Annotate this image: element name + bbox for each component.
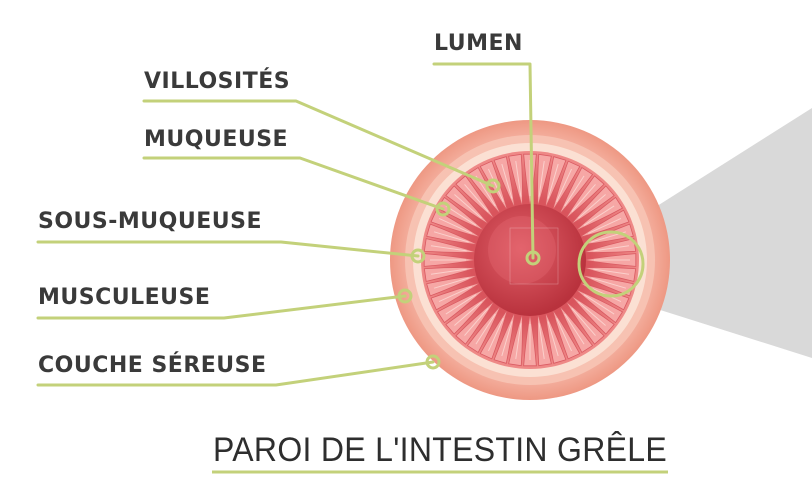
villus-vein bbox=[430, 268, 467, 275]
label-villosites: VILLOSITÉS bbox=[144, 69, 291, 94]
villus-vein bbox=[438, 286, 472, 302]
label-sereuse: COUCHE SÉREUSE bbox=[38, 353, 267, 378]
villus-vein bbox=[556, 318, 572, 352]
villus-vein bbox=[454, 301, 482, 326]
label-sous-muqueuse: SOUS-MUQUEUSE bbox=[38, 209, 262, 234]
lumen-core bbox=[474, 204, 586, 316]
leader-lines bbox=[36, 62, 535, 387]
villus-vein bbox=[564, 175, 585, 207]
villus-vein bbox=[438, 218, 472, 234]
leader-sous-muqueuse bbox=[36, 240, 420, 258]
villus-vein bbox=[578, 301, 606, 326]
anchor-sous-muqueuse bbox=[410, 248, 426, 264]
villus-vein bbox=[538, 160, 545, 197]
villus-vein bbox=[556, 168, 572, 202]
anchor-lumen bbox=[525, 250, 541, 266]
magnifier-circle bbox=[577, 230, 645, 298]
leader-lumen bbox=[432, 62, 535, 260]
villus-vein bbox=[591, 277, 627, 289]
label-muqueuse: MUQUEUSE bbox=[144, 127, 289, 152]
villus-vein bbox=[445, 205, 477, 226]
villus-vein bbox=[547, 163, 559, 199]
villus-vein bbox=[501, 321, 513, 357]
villus-vein bbox=[583, 205, 615, 226]
villus-vein bbox=[571, 308, 596, 336]
villus-vein bbox=[433, 231, 469, 243]
label-lumen: LUMEN bbox=[434, 31, 523, 56]
villus-vein bbox=[515, 323, 522, 360]
anchor-villosites bbox=[485, 178, 501, 194]
villus-vein bbox=[588, 218, 622, 234]
villus-vein bbox=[488, 318, 504, 352]
villus-vein bbox=[464, 308, 489, 336]
villus-vein bbox=[430, 245, 467, 252]
villus-vein bbox=[547, 321, 559, 357]
villus-vein bbox=[593, 268, 630, 275]
label-musculeuse: MUSCULEUSE bbox=[38, 285, 211, 310]
villus-vein bbox=[583, 294, 615, 315]
leader-sereuse bbox=[36, 360, 435, 387]
leader-musculeuse bbox=[36, 294, 407, 320]
villus-vein bbox=[571, 184, 596, 212]
villus-vein bbox=[515, 160, 522, 197]
lumen-highlight bbox=[488, 216, 556, 284]
anchor-musculeuse bbox=[397, 288, 413, 304]
villus-vein bbox=[433, 277, 469, 289]
leader-muqueuse bbox=[142, 156, 445, 211]
villus-vein bbox=[578, 194, 606, 219]
villus-vein bbox=[538, 323, 545, 360]
villus-vein bbox=[501, 163, 513, 199]
villus-vein bbox=[593, 245, 630, 252]
villus-vein bbox=[464, 184, 489, 212]
villus-vein bbox=[454, 194, 482, 219]
anchor-muqueuse bbox=[435, 201, 451, 217]
leader-anchors bbox=[397, 178, 541, 370]
page-title: PAROI DE L'INTESTIN GRÊLE bbox=[213, 429, 667, 469]
leader-villosites bbox=[142, 99, 495, 188]
villus-vein bbox=[488, 168, 504, 202]
villus-vein bbox=[475, 313, 496, 345]
villus-vein bbox=[445, 294, 477, 315]
anchor-sereuse bbox=[425, 354, 441, 370]
villus-vein bbox=[564, 313, 585, 345]
